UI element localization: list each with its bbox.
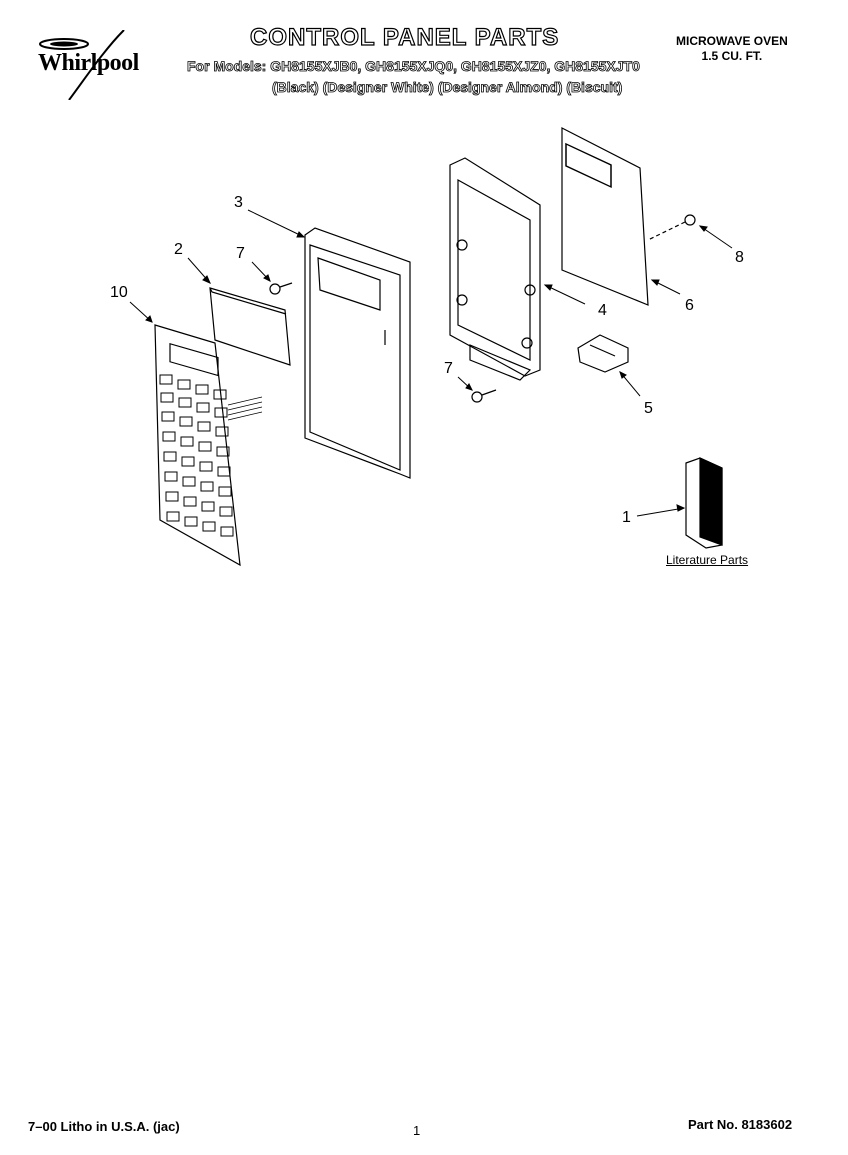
product-info: MICROWAVE OVEN 1.5 CU. FT. (676, 34, 788, 64)
literature-parts-label: Literature Parts (666, 553, 749, 567)
callout-4: 4 (598, 302, 607, 319)
callout-10: 10 (110, 284, 128, 301)
display-window-part (209, 287, 291, 366)
callout-3: 3 (234, 194, 243, 211)
callout-2: 2 (174, 241, 183, 258)
screw-part-upper (269, 282, 293, 295)
keypad-membrane-part (154, 324, 263, 567)
litho-info: 7–00 Litho in U.S.A. (jac) (28, 1119, 180, 1134)
page-title: CONTROL PANEL PARTS (249, 23, 560, 51)
page-number: 1 (413, 1123, 421, 1138)
literature-booklet-part (685, 457, 723, 549)
brand-name: Whirlpool (38, 50, 139, 76)
board-screw-part (647, 214, 696, 241)
models-line: For Models: GH8155XJB0, GH8155XJQ0, GH81… (187, 58, 641, 75)
callout-7-upper: 7 (236, 245, 245, 262)
logo-swoosh-icon (39, 30, 125, 100)
control-panel-frame-part (304, 227, 411, 479)
callout-5: 5 (644, 400, 653, 417)
part-number: Part No. 8183602 (688, 1117, 793, 1132)
callout-1: 1 (622, 509, 631, 526)
leader-lines (129, 209, 733, 517)
callout-6: 6 (685, 297, 694, 314)
latch-part (577, 334, 629, 373)
colors-line: (Black) (Designer White) (Designer Almon… (272, 79, 623, 96)
product-type: MICROWAVE OVEN (676, 34, 788, 48)
callout-8: 8 (735, 249, 744, 266)
product-capacity: 1.5 CU. FT. (701, 49, 763, 63)
callout-7-lower: 7 (444, 360, 453, 377)
screw-part-lower (471, 389, 497, 403)
mounting-bracket-part (449, 157, 541, 381)
whirlpool-logo: Whirlpool (24, 30, 174, 100)
circuit-board-part (561, 127, 649, 306)
